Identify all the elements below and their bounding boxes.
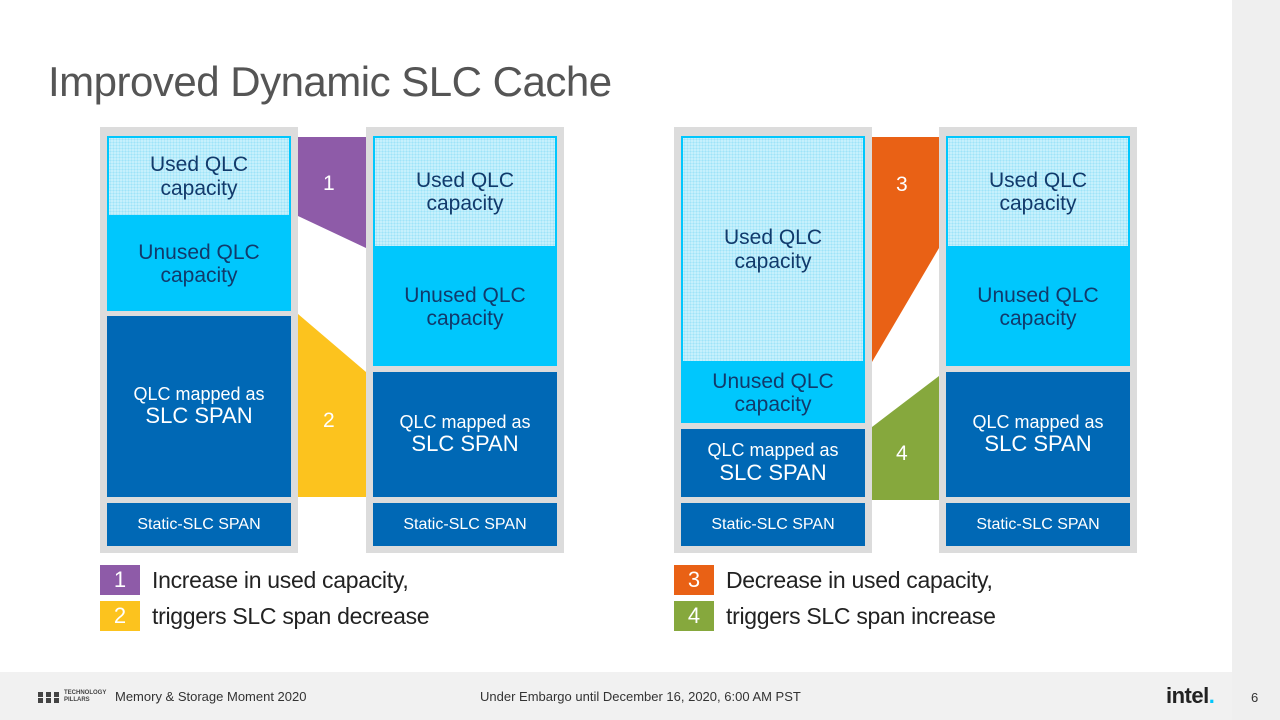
static-slc-block: Static-SLC SPAN xyxy=(946,503,1130,546)
block-label: Unused QLC capacity xyxy=(712,369,834,416)
pillars-label: TECHNOLOGY PILLARS xyxy=(64,690,106,704)
marker-3: 3 xyxy=(896,173,908,196)
used-qlc-block: Used QLC capacity xyxy=(946,136,1130,248)
connector-2 xyxy=(298,314,366,497)
block-label: Unused QLC capacity xyxy=(404,283,526,330)
page-number: 6 xyxy=(1251,690,1259,705)
legend-text: triggers SLC span decrease xyxy=(152,602,430,629)
span-label-big: SLC SPAN xyxy=(719,459,827,485)
block-label: Used QLC capacity xyxy=(149,153,249,200)
legend-text: Decrease in used capacity, xyxy=(726,566,993,593)
legend-item-2: 2 triggers SLC span decrease xyxy=(100,601,430,631)
unused-qlc-block: Unused QLC capacity xyxy=(373,248,557,366)
pillars-line-2: PILLARS xyxy=(64,697,90,703)
slide-footer xyxy=(0,672,1232,720)
unused-qlc-block: Unused QLC capacity xyxy=(946,248,1130,366)
unused-qlc-block: Unused QLC capacity xyxy=(107,217,291,311)
span-label-small: QLC mapped as xyxy=(133,383,265,404)
block-label: Static-SLC SPAN xyxy=(403,515,527,533)
footer-event-name: Memory & Storage Moment 2020 xyxy=(115,689,307,704)
technology-pillars-logo: TECHNOLOGY PILLARS xyxy=(38,690,106,704)
block-label: Static-SLC SPAN xyxy=(711,515,835,533)
slide-title: Improved Dynamic SLC Cache xyxy=(48,58,612,105)
used-qlc-block: Used QLC capacity xyxy=(107,136,291,217)
used-qlc-block: Used QLC capacity xyxy=(681,136,865,363)
static-slc-block: Static-SLC SPAN xyxy=(107,503,291,546)
legend-item-4: 4 triggers SLC span increase xyxy=(674,601,996,631)
legend-badge: 3 xyxy=(674,565,714,595)
block-label: Static-SLC SPAN xyxy=(137,515,261,533)
block-label: Unused QLC capacity xyxy=(138,240,260,287)
legend-badge: 4 xyxy=(674,601,714,631)
span-label-small: QLC mapped as xyxy=(707,440,839,460)
static-slc-block: Static-SLC SPAN xyxy=(373,503,557,546)
column-2-before: Used QLC capacity Unused QLC capacity QL… xyxy=(674,127,872,553)
legend-text: Increase in used capacity, xyxy=(152,566,409,593)
connector-4 xyxy=(872,376,939,500)
legend-item-1: 1 Increase in used capacity, xyxy=(100,565,409,595)
intel-logo: intel. xyxy=(1166,683,1215,709)
column-2-after: Used QLC capacity Unused QLC capacity QL… xyxy=(939,127,1137,553)
column-1-before: Used QLC capacity Unused QLC capacity QL… xyxy=(100,127,298,553)
block-label: Unused QLC capacity xyxy=(977,283,1099,330)
block-label: Used QLC capacity xyxy=(988,168,1088,215)
span-label-big: SLC SPAN xyxy=(411,431,519,457)
marker-2: 2 xyxy=(323,409,335,432)
connector-1 xyxy=(298,137,366,248)
connector-3 xyxy=(872,137,939,362)
span-label-small: QLC mapped as xyxy=(399,411,531,432)
span-label-small: QLC mapped as xyxy=(972,411,1104,432)
legend-item-3: 3 Decrease in used capacity, xyxy=(674,565,993,595)
span-label-big: SLC SPAN xyxy=(145,403,253,429)
used-qlc-block: Used QLC capacity xyxy=(373,136,557,248)
pillars-line-1: TECHNOLOGY xyxy=(64,690,107,696)
legend-text: triggers SLC span increase xyxy=(726,602,996,629)
marker-4: 4 xyxy=(896,442,908,465)
legend-badge: 2 xyxy=(100,601,140,631)
marker-1: 1 xyxy=(323,172,335,195)
block-label: Used QLC capacity xyxy=(723,226,823,273)
column-1-after: Used QLC capacity Unused QLC capacity QL… xyxy=(366,127,564,553)
slide-side-strip xyxy=(1232,0,1280,720)
legend-badge: 1 xyxy=(100,565,140,595)
intel-dot: . xyxy=(1208,683,1215,708)
block-label: Used QLC capacity xyxy=(415,168,515,215)
pillars-icon xyxy=(38,691,59,703)
intel-wordmark: intel xyxy=(1166,683,1209,708)
span-label-big: SLC SPAN xyxy=(984,431,1092,457)
static-slc-block: Static-SLC SPAN xyxy=(681,503,865,546)
block-label: Static-SLC SPAN xyxy=(976,515,1100,533)
unused-qlc-block: Unused QLC capacity xyxy=(681,363,865,423)
footer-embargo: Under Embargo until December 16, 2020, 6… xyxy=(480,689,801,704)
